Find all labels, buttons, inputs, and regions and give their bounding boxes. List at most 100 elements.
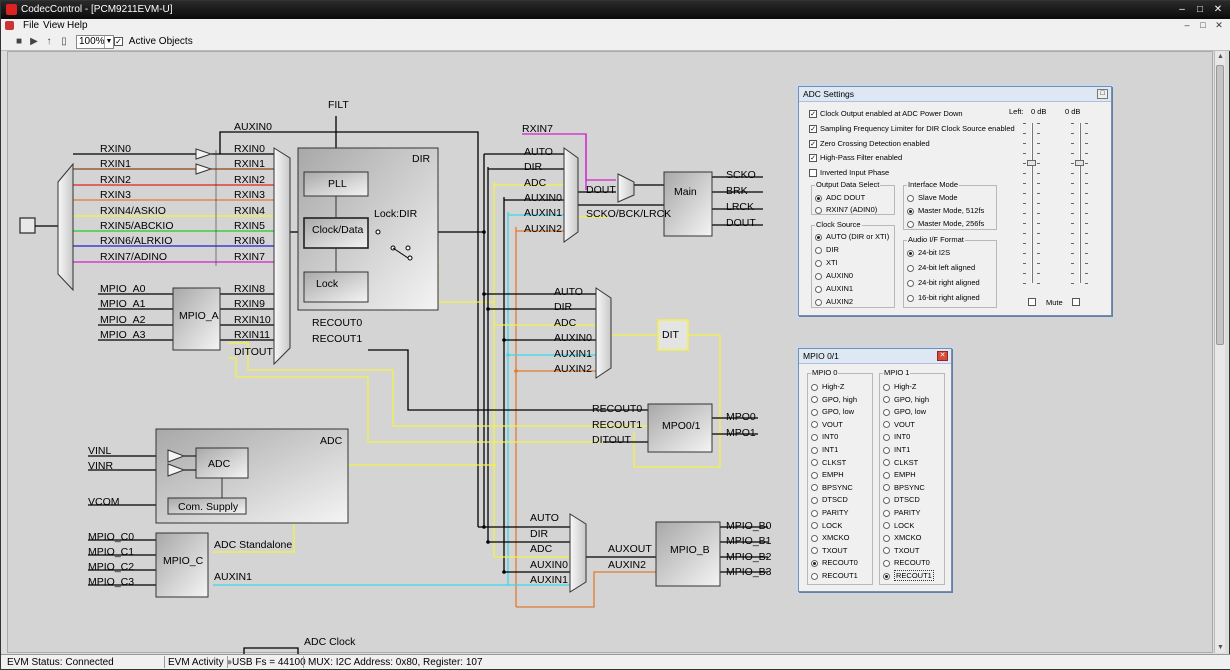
adc-check-row[interactable]: ✓Clock Output enabled at ADC Power Down <box>809 109 963 119</box>
checkbox[interactable]: ✓ <box>809 140 817 149</box>
radio-button[interactable] <box>811 408 818 416</box>
mpio-option-row[interactable]: RECOUT0 <box>811 558 858 567</box>
stop-icon[interactable]: ■ <box>15 36 23 47</box>
mute-left-checkbox[interactable] <box>1028 298 1036 307</box>
radio-button[interactable] <box>883 459 890 467</box>
mpio-option-row[interactable]: GPO, high <box>811 395 857 404</box>
mpio-option-row[interactable]: High-Z <box>811 382 845 391</box>
mute-left-row[interactable] <box>1028 297 1039 307</box>
mpio-option-row[interactable]: XMCKO <box>883 533 922 542</box>
mpio-option-row[interactable]: CLKST <box>883 458 918 467</box>
mpio-option-row[interactable]: PARITY <box>883 508 921 517</box>
left-volume-track[interactable] <box>1031 123 1033 283</box>
mpio-option-row[interactable]: GPO, low <box>883 407 926 416</box>
mpio-option-row[interactable]: GPO, low <box>811 407 854 416</box>
mpio-option-row[interactable]: RECOUT0 <box>883 558 930 567</box>
active-objects-toggle[interactable]: ✓ Active Objects <box>114 36 193 47</box>
mpio-option-row[interactable]: INT1 <box>883 445 910 454</box>
upload-icon[interactable]: ↑ <box>46 36 52 47</box>
radio-button[interactable] <box>883 396 890 404</box>
right-volume-slider[interactable] <box>1075 160 1084 166</box>
mpio-a-block[interactable] <box>172 287 221 351</box>
radio-button[interactable] <box>907 294 914 302</box>
radio-button[interactable] <box>815 285 822 293</box>
radio-button[interactable] <box>883 547 890 555</box>
radio-button[interactable] <box>811 509 818 517</box>
mpio-option-row[interactable]: PARITY <box>811 508 849 517</box>
radio-row[interactable]: XTI <box>815 258 838 267</box>
radio-button[interactable] <box>883 572 890 580</box>
radio-button[interactable] <box>815 206 822 214</box>
radio-button[interactable] <box>883 534 890 542</box>
radio-button[interactable] <box>811 484 818 492</box>
main-block[interactable] <box>663 171 713 237</box>
mpio-option-row[interactable]: XMCKO <box>811 533 850 542</box>
mpio-option-row[interactable]: INT0 <box>811 432 838 441</box>
mpio-option-row[interactable]: RECOUT1 <box>811 571 858 580</box>
radio-button[interactable] <box>811 383 818 391</box>
radio-button[interactable] <box>811 572 818 580</box>
adc-check-row[interactable]: ✓High-Pass Filter enabled <box>809 153 902 163</box>
rxin-mux[interactable] <box>273 147 291 366</box>
left-volume-slider[interactable] <box>1027 160 1036 166</box>
radio-button[interactable] <box>811 547 818 555</box>
menu-file[interactable]: File <box>23 20 40 31</box>
radio-button[interactable] <box>815 259 822 267</box>
adc-check-row[interactable]: Inverted Input Phase <box>809 168 889 178</box>
mpio-option-row[interactable]: LOCK <box>811 521 842 530</box>
radio-button[interactable] <box>815 246 822 254</box>
play-icon[interactable]: ▶ <box>30 36 38 47</box>
radio-button[interactable] <box>883 496 890 504</box>
radio-button[interactable] <box>907 220 914 228</box>
radio-row[interactable]: Master Mode, 512fs <box>907 206 984 215</box>
radio-button[interactable] <box>883 383 890 391</box>
radio-button[interactable] <box>815 194 822 202</box>
radio-row[interactable]: Master Mode, 256fs <box>907 219 984 228</box>
mute-right-checkbox[interactable] <box>1072 298 1080 307</box>
mpio-option-row[interactable]: DTSCD <box>883 495 920 504</box>
mpio-option-row[interactable]: High-Z <box>883 382 917 391</box>
adc-check-row[interactable]: ✓Sampling Frequency Limiter for DIR Cloc… <box>809 124 1015 134</box>
radio-button[interactable] <box>811 421 818 429</box>
radio-button[interactable] <box>811 559 818 567</box>
scroll-thumb[interactable] <box>1216 65 1224 345</box>
radio-button[interactable] <box>815 233 822 241</box>
radio-row[interactable]: AUXIN0 <box>815 271 853 280</box>
lock-block[interactable] <box>303 271 369 303</box>
radio-button[interactable] <box>815 272 822 280</box>
close-icon[interactable]: □ <box>1097 89 1108 99</box>
input-connector[interactable] <box>19 217 36 234</box>
mpio-option-row[interactable]: BPSYNC <box>883 483 925 492</box>
mpio-option-row[interactable]: GPO, high <box>883 395 929 404</box>
radio-button[interactable] <box>883 471 890 479</box>
radio-row[interactable]: ADC DOUT <box>815 193 865 202</box>
radio-row[interactable]: DIR <box>815 245 839 254</box>
radio-button[interactable] <box>811 471 818 479</box>
mdi-restore-button[interactable]: □ <box>1200 20 1206 30</box>
scroll-up-icon[interactable]: ▲ <box>1217 53 1224 60</box>
mdi-close-button[interactable]: ✕ <box>1215 20 1223 30</box>
mpio-option-row[interactable]: RECOUT1 <box>883 570 934 581</box>
mpio-option-row[interactable]: VOUT <box>811 420 843 429</box>
radio-row[interactable]: 24-bit left aligned <box>907 263 975 272</box>
active-objects-checkbox[interactable]: ✓ <box>114 36 123 46</box>
radio-row[interactable]: AUXIN2 <box>815 297 853 306</box>
mpio-option-row[interactable]: EMPH <box>811 470 844 479</box>
radio-button[interactable] <box>883 408 890 416</box>
radio-button[interactable] <box>883 446 890 454</box>
dout-select-mux[interactable] <box>617 173 635 203</box>
mpio-c-block[interactable] <box>155 532 209 598</box>
checkbox[interactable]: ✓ <box>809 125 817 134</box>
mpio-option-row[interactable]: VOUT <box>883 420 915 429</box>
mpio-option-row[interactable]: BPSYNC <box>811 483 853 492</box>
adc-check-row[interactable]: ✓Zero Crossing Detection enabled <box>809 139 930 149</box>
radio-button[interactable] <box>811 446 818 454</box>
radio-button[interactable] <box>883 509 890 517</box>
radio-button[interactable] <box>883 522 890 530</box>
radio-button[interactable] <box>811 433 818 441</box>
radio-row[interactable]: AUXIN1 <box>815 284 853 293</box>
radio-row[interactable]: RXIN7 (ADIN0) <box>815 205 877 214</box>
com-supply-block[interactable] <box>167 497 247 515</box>
radio-button[interactable] <box>811 534 818 542</box>
radio-button[interactable] <box>907 207 914 215</box>
